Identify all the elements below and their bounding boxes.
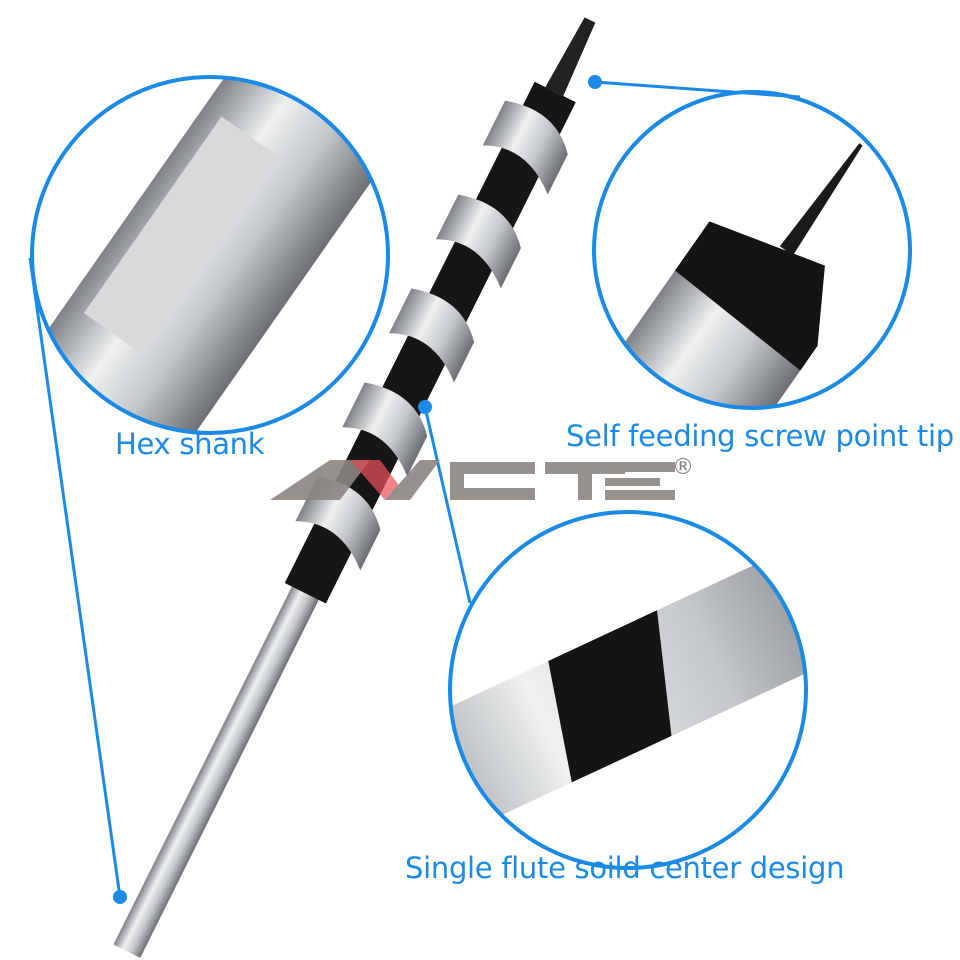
drill-shank — [113, 568, 328, 958]
detail-single-flute — [450, 512, 806, 868]
leader-dots — [113, 75, 602, 904]
registered-mark: ® — [672, 455, 694, 480]
drill-spiral — [295, 100, 568, 571]
brand-logo — [270, 460, 675, 500]
label-hex-shank: Hex shank — [115, 427, 265, 461]
label-screw-tip: Self feeding screw point tip — [566, 419, 954, 453]
leader-lines — [28, 80, 801, 898]
detail-screw-tip — [594, 92, 910, 408]
label-single-flute: Single flute soild center design — [405, 851, 845, 885]
screw-tip — [545, 17, 596, 97]
